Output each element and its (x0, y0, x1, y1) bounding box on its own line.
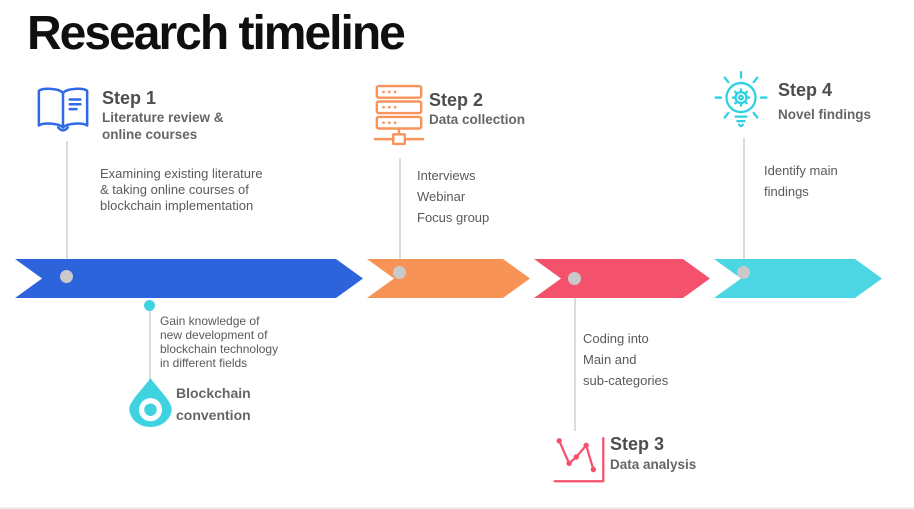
step2-subtitle: Data collection (429, 112, 526, 127)
milestone-description: Gain knowledge of new development of blo… (160, 314, 278, 370)
timeline-segment-step4 (714, 259, 882, 298)
step3-description: Coding into Main and sub-categories (583, 328, 668, 391)
connector-line-step2 (399, 158, 401, 268)
step4-description: Identify main findings (764, 160, 838, 202)
step4-title: Step 4 (778, 80, 833, 100)
step3-title: Step 3 (610, 434, 665, 454)
milestone-label: Blockchain convention (176, 382, 251, 426)
step2-description: Interviews Webinar Focus group (417, 165, 489, 228)
step4-description-line2: findings (764, 184, 809, 199)
step2-description-line3: Focus group (417, 210, 490, 225)
step3-description-line1: Coding into (583, 331, 649, 346)
step1-title: Step 1 (102, 88, 157, 108)
milestone-description-line1: Gain knowledge of (160, 314, 260, 328)
milestone-description-line3: blockchain technology (160, 342, 279, 356)
step3-description-line3: sub-categories (583, 373, 669, 388)
timeline-marker-step3 (568, 272, 581, 285)
line-chart-icon (552, 430, 606, 484)
step1-description-line3: blockchain implementation (100, 198, 254, 213)
step4-description-line1: Identify main (764, 163, 838, 178)
step1-subtitle-line2: online courses (102, 127, 198, 142)
timeline-segment-step1 (15, 259, 363, 298)
lightbulb-gear-icon (712, 70, 770, 136)
book-icon (32, 84, 94, 140)
step1-description-line1: Examining existing literature (100, 166, 263, 181)
server-icon (372, 84, 426, 146)
timeline-marker-step1 (60, 270, 73, 283)
timeline-segment-step2 (367, 259, 530, 298)
step1-subtitle-line1: Literature review & (102, 110, 224, 125)
connector-line-step4 (743, 138, 745, 268)
step2-description-line2: Webinar (417, 189, 466, 204)
step3-subtitle: Data analysis (610, 457, 697, 472)
connector-line-step3 (574, 284, 576, 431)
step1-description: Examining existing literature & taking o… (100, 166, 263, 214)
timeline-marker-step2 (393, 266, 406, 279)
milestone-label-line2: convention (176, 407, 251, 423)
location-pin-icon (129, 377, 172, 427)
page-title: Research timeline (27, 7, 406, 60)
timeline-segment-step3 (534, 259, 710, 298)
step2-title: Step 2 (429, 90, 484, 110)
step4-subtitle: Novel findings (778, 107, 872, 122)
step2-description-line1: Interviews (417, 168, 476, 183)
milestone-label-line1: Blockchain (176, 385, 251, 401)
timeline-marker-step4 (737, 266, 750, 279)
milestone-description-line4: in different fields (160, 356, 248, 370)
step3-description-line2: Main and (583, 352, 637, 367)
step1-description-line2: & taking online courses of (100, 182, 249, 197)
connector-line-milestone (149, 310, 151, 382)
timeline-marker-milestone (144, 300, 155, 311)
step1-subtitle: Literature review & online courses (102, 109, 224, 143)
milestone-description-line2: new development of (160, 328, 268, 342)
connector-line-step1 (66, 141, 68, 272)
